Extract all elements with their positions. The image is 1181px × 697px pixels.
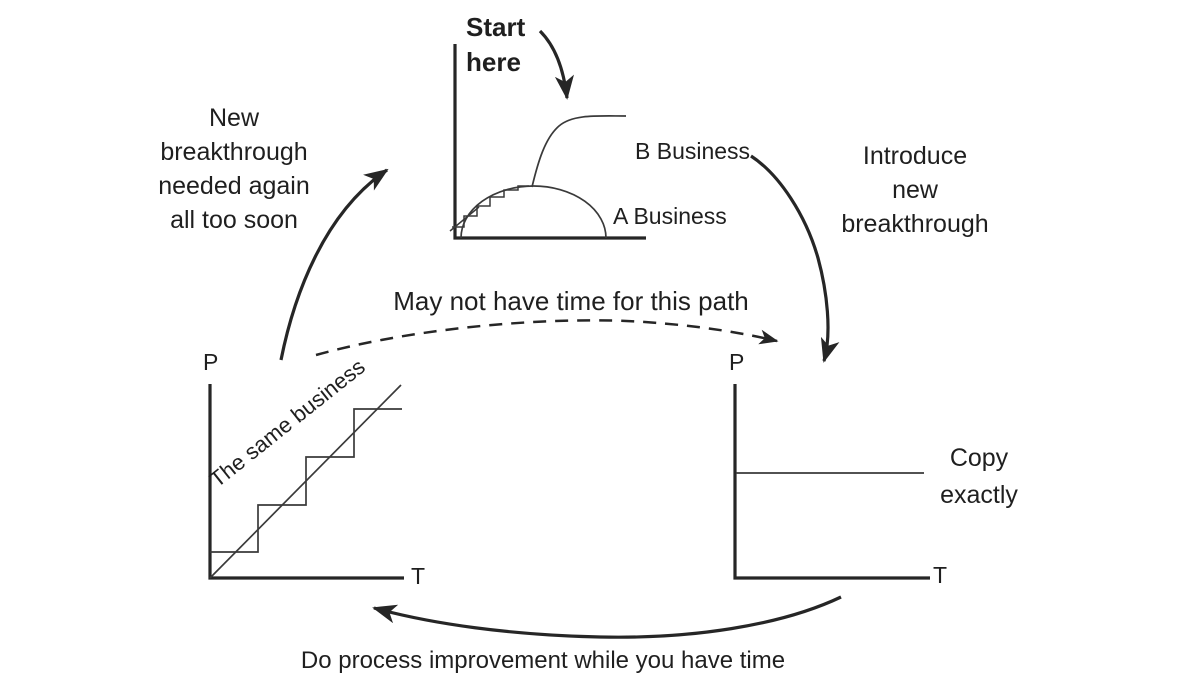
right-chart-p-label: P [729, 349, 745, 375]
annotation-may-not-have-time: May not have time for this path [393, 286, 749, 316]
right-chart-t-label: T [933, 562, 948, 588]
left-chart-p-label: P [203, 349, 219, 375]
copy-exactly-label: Copy exactly [940, 444, 1018, 509]
annotation-do-process-improvement: Do process improvement while you have ti… [300, 647, 786, 674]
a-business-label: A Business [613, 203, 727, 229]
a-business-diagonal-tick [449, 206, 480, 232]
top-chart-axes [453, 44, 646, 240]
annotation-introduce-new-breakthrough: Introduce new breakthrough [841, 142, 989, 238]
start-here-arrow [538, 29, 574, 100]
b-business-curve [531, 115, 627, 188]
left-chart-staircase [210, 408, 402, 553]
right-chart-axes [733, 384, 930, 580]
b-business-label: B Business [635, 138, 751, 164]
a-business-curve [460, 185, 607, 239]
start-here-label: Start here [466, 12, 526, 77]
left-chart-t-label: T [411, 563, 426, 589]
shortcut-dashed-arrow [315, 319, 779, 357]
a-business-staircase [452, 185, 529, 228]
introduce-breakthrough-arrow [750, 154, 840, 363]
process-improvement-arrow [372, 595, 842, 639]
annotation-new-breakthrough-needed: New breakthrough needed again all too so… [158, 104, 310, 234]
new-breakthrough-arrow [279, 168, 389, 361]
